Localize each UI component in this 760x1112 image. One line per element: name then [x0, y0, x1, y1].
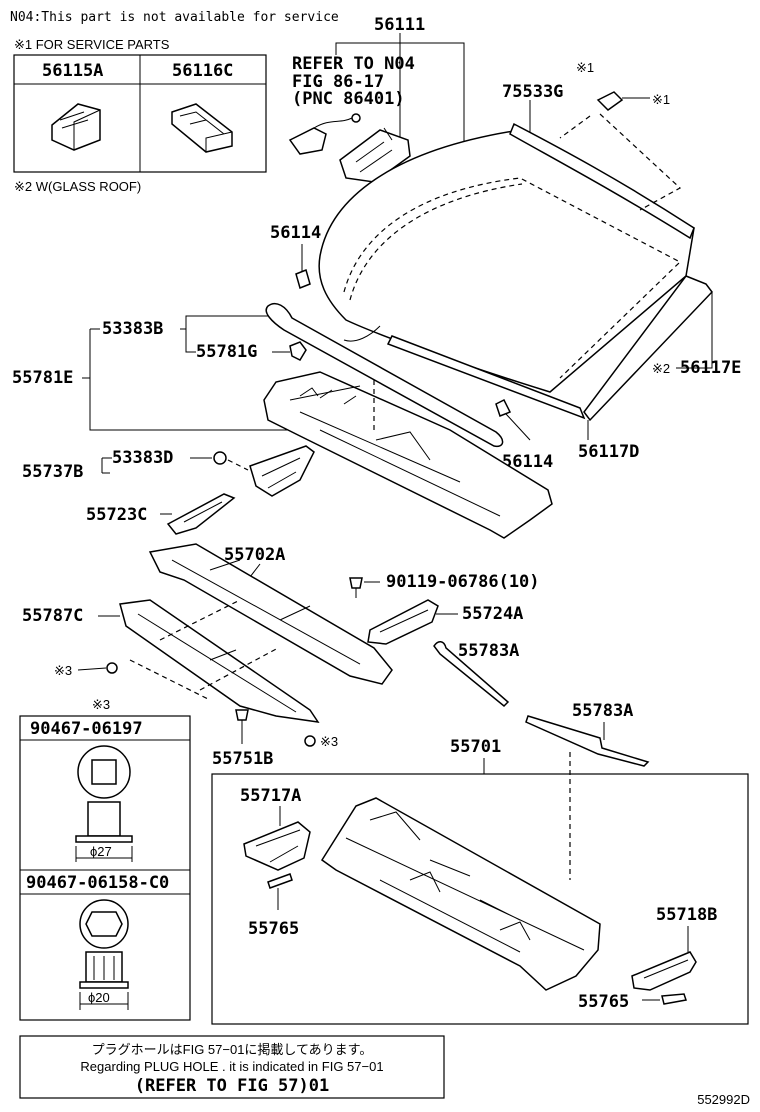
label-55787C: 55787C: [22, 606, 83, 626]
bracket-55724A-drawing: [367, 599, 439, 645]
service-part-56115A: 56115A: [42, 61, 103, 81]
grommet-53383D-drawing: [213, 451, 227, 465]
windshield-glass-drawing: [318, 129, 695, 393]
note-service-parts: ※1 FOR SERVICE PARTS: [14, 37, 170, 52]
mark1-a: ※1: [576, 60, 594, 75]
label-75533G: 75533G: [502, 82, 563, 102]
clip-55751B-drawing: [235, 709, 249, 721]
label-55783A-upper: 55783A: [458, 641, 519, 661]
clip-56114-top-drawing: [295, 268, 311, 290]
label-56111: 56111: [374, 15, 425, 35]
clip-mark3-right-drawing: [304, 735, 316, 747]
cowl-panel-55701-drawing: [320, 797, 601, 991]
clip-90467-06197-drawing: [75, 745, 133, 862]
label-56114-top: 56114: [270, 223, 321, 243]
label-90119-06786: 90119-06786(10): [386, 572, 540, 592]
clip-56116C-drawing: [171, 103, 233, 153]
seal-55783A-upper-drawing: [433, 641, 510, 708]
label-56114-bottom: 56114: [502, 452, 553, 472]
label-55724A: 55724A: [462, 604, 523, 624]
side-cover-55737B-drawing: [249, 445, 315, 497]
mark3-right: ※3: [320, 734, 338, 749]
label-55718B: 55718B: [656, 905, 717, 925]
cowl-panel-55702A-drawing: [148, 543, 393, 685]
cowl-panel-55787C-drawing: [119, 599, 320, 723]
note-glass-roof: ※2 W(GLASS ROOF): [14, 179, 141, 194]
refer-line2: FIG 86-17: [292, 72, 384, 92]
label-55723C: 55723C: [86, 505, 147, 525]
label-55701: 55701: [450, 737, 501, 757]
label-55781G: 55781G: [196, 342, 257, 362]
label-55717A: 55717A: [240, 786, 301, 806]
label-55781E: 55781E: [12, 368, 73, 388]
rain-sensor-drawing: [288, 113, 361, 155]
pad-55765-left-drawing: [267, 873, 293, 889]
mirror-bracket-drawing: [339, 127, 411, 183]
molding-56117D-drawing: [386, 335, 586, 420]
clip-90467-06158-drawing: [79, 899, 129, 1010]
bracket-55723C-drawing: [166, 493, 236, 535]
weatherstrip-53383B-drawing: [265, 302, 504, 448]
refer-line3: (PNC 86401): [292, 89, 405, 109]
label-53383B: 53383B: [102, 319, 163, 339]
note-n04: N04:This part is not available for servi…: [10, 10, 339, 25]
clip-detail-table: 90467-06197 ϕ27 90467-06158-C0 ϕ20: [19, 715, 191, 1021]
mark1-b: ※1: [652, 92, 670, 107]
clip-mark1-drawing: [596, 91, 624, 111]
clip-part-90467-06158-C0: 90467-06158-C0: [26, 873, 169, 893]
label-55737B: 55737B: [22, 462, 83, 482]
label-56117D: 56117D: [578, 442, 639, 462]
panel-55701-box: [211, 773, 749, 1025]
label-53383D: 53383D: [112, 448, 173, 468]
mark3-left: ※3: [54, 663, 72, 678]
label-56117E: 56117E: [680, 358, 741, 378]
footer-refer: (REFER TO FIG 57)01: [135, 1076, 329, 1096]
molding-56117E-drawing: [583, 275, 713, 422]
garnish-strip-75533G: [509, 122, 695, 240]
figure-code: 552992D: [697, 1092, 750, 1107]
clip-dim-27: ϕ27: [90, 844, 112, 859]
refer-line1: REFER TO N04: [292, 54, 415, 74]
bolt-90119-drawing: [349, 577, 363, 589]
clip-56115A-drawing: [51, 103, 101, 151]
mark3-title: ※3: [92, 697, 110, 712]
footer-note-box: [19, 1035, 445, 1099]
service-part-56116C: 56116C: [172, 61, 233, 81]
service-parts-table: 56115A 56116C: [13, 54, 267, 173]
clip-56114-bottom-drawing: [495, 398, 512, 417]
label-55765-left: 55765: [248, 919, 299, 939]
label-55751B: 55751B: [212, 749, 273, 769]
cowl-top-panel-drawing: [263, 371, 553, 539]
footer-en: Regarding PLUG HOLE . it is indicated in…: [80, 1059, 383, 1074]
label-55765-right: 55765: [578, 992, 629, 1012]
clip-part-90467-06197: 90467-06197: [30, 719, 143, 739]
clip-55781G-drawing: [289, 341, 307, 361]
footer-jp: プラグホールはFIG 57−01に掲載してあります。: [92, 1042, 373, 1057]
seal-55783A-lower-drawing: [525, 715, 650, 767]
mark2: ※2: [652, 361, 670, 376]
clip-mark3-left-drawing: [106, 662, 118, 674]
clip-dim-20: ϕ20: [88, 990, 110, 1005]
bracket-55718B-drawing: [631, 951, 697, 991]
bracket-55717A-drawing: [243, 821, 311, 871]
pad-55765-right-drawing: [661, 993, 687, 1005]
label-55783A-lower: 55783A: [572, 701, 633, 721]
